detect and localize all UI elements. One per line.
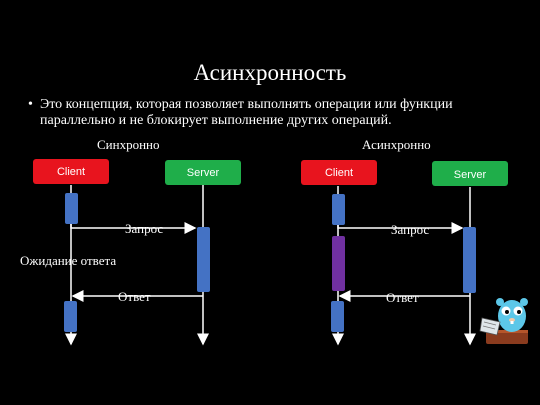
sync-client-label: Client [57,166,85,178]
bullet-dot: • [28,97,33,112]
async-client-label: Client [325,167,353,179]
sync-client-activation-1 [65,193,78,224]
async-client-box [301,160,377,185]
sync-diagram: Client Server [33,159,241,346]
sync-server-box [165,160,241,185]
async-server-box [432,161,508,186]
gopher-mascot-icon [479,298,528,344]
sync-server-activation [197,227,210,292]
async-server-activation [463,227,476,293]
async-client-activation-2 [331,301,344,332]
async-heading: Асинхронно [362,137,431,152]
sync-heading: Синхронно [97,137,160,152]
sync-wait-label: Ожидание ответа [20,253,117,268]
async-server-label: Server [454,169,487,181]
async-client-parallel-activation [332,236,345,291]
async-client-activation-1 [332,194,345,225]
sync-server-label: Server [187,167,220,179]
async-request-arrow [337,222,464,234]
async-response-label: Ответ [386,290,419,305]
sync-client-box [33,159,109,184]
definition-text: Это концепция, которая позволяет выполня… [40,97,453,128]
sync-response-label: Ответ [118,289,151,304]
definition-bullet: • Это концепция, которая позволяет выпол… [28,97,518,129]
sync-client-activation-2 [64,301,77,332]
sync-request-arrow [70,222,197,234]
sync-request-label: Запрос [125,221,164,236]
slide-title: Асинхронность [193,60,347,85]
async-request-label: Запрос [391,222,430,237]
async-diagram: Client Server [301,160,508,346]
